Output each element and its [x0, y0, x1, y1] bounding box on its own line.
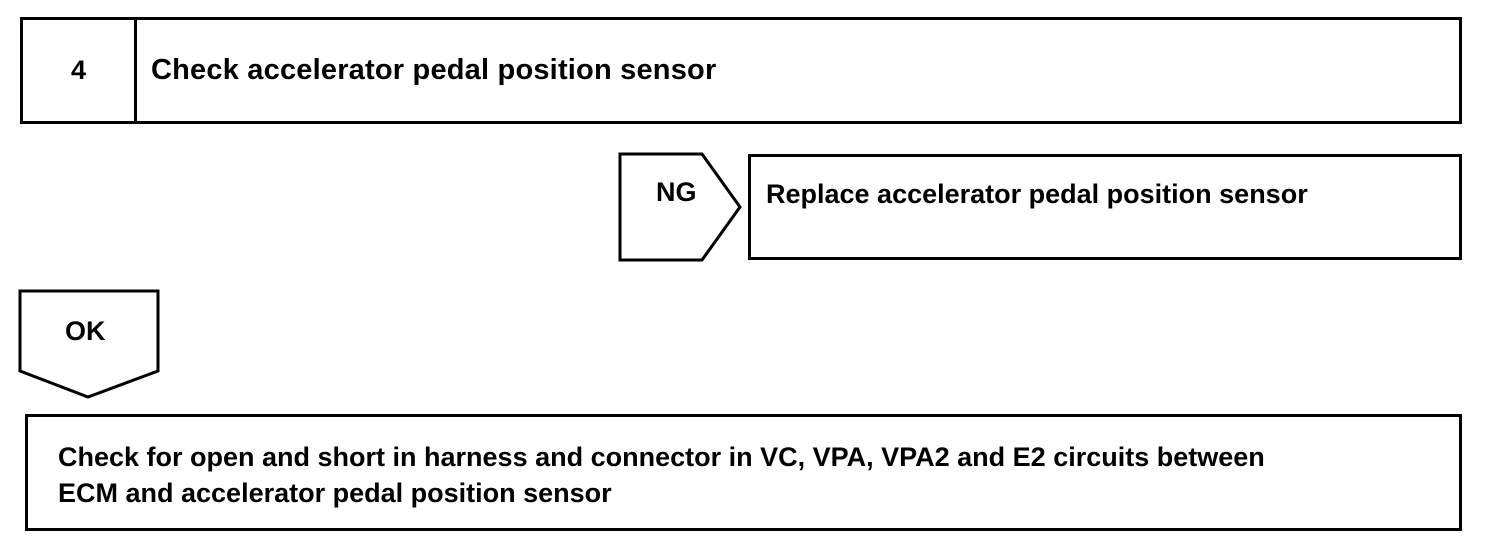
ok-action-box: Check for open and short in harness and … — [25, 414, 1462, 531]
ok-action-line-1: Check for open and short in harness and … — [58, 442, 1265, 472]
ng-label: NG — [656, 177, 697, 207]
step-number: 4 — [23, 20, 137, 121]
ng-action-box: Replace accelerator pedal position senso… — [748, 154, 1462, 260]
ok-arrow-shape — [18, 289, 160, 399]
step-title: Check accelerator pedal position sensor — [151, 54, 717, 86]
ng-arrow-shape — [618, 152, 742, 262]
step-box: 4 Check accelerator pedal position senso… — [20, 17, 1462, 124]
ng-action-text: Replace accelerator pedal position senso… — [766, 179, 1308, 209]
ok-label: OK — [65, 316, 106, 346]
ok-action-line-2: ECM and accelerator pedal position senso… — [58, 478, 612, 508]
ok-action-text: Check for open and short in harness and … — [58, 439, 1443, 511]
